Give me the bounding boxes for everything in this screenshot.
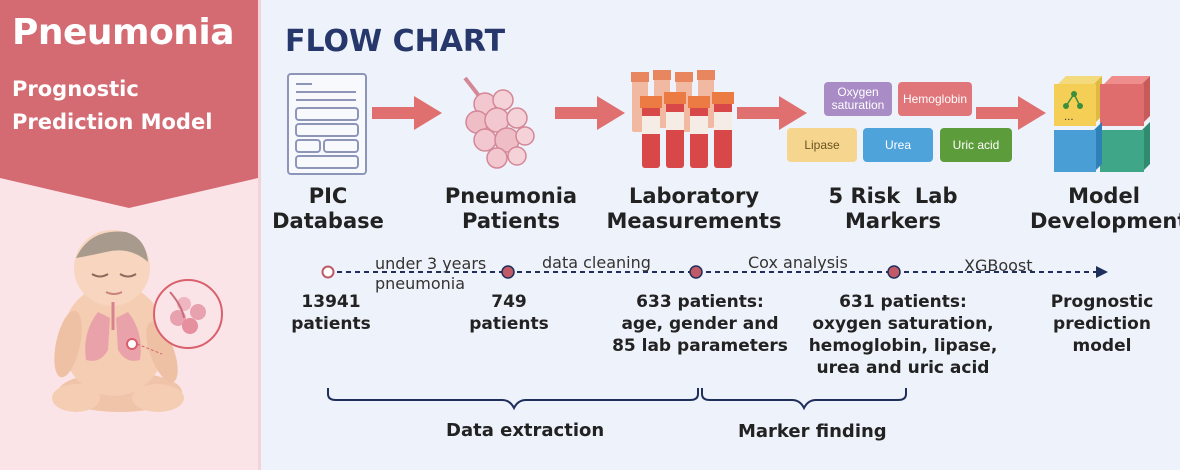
banner-shape (0, 0, 258, 208)
count-line: 631 patients: (839, 292, 967, 312)
timeline-node (501, 265, 515, 279)
count-line: age, gender and (621, 314, 779, 334)
step-label-line: Measurements (606, 209, 782, 233)
marker-oxygen-saturation: Oxygen saturation (824, 82, 892, 116)
phase-braces (327, 388, 907, 411)
count-initial-patients: 13941 patients (276, 291, 386, 335)
timeline-node (689, 265, 703, 279)
step-label-model-development: Model Development (1030, 184, 1180, 234)
count-line: 633 patients: (636, 292, 764, 312)
timeline (321, 265, 1108, 279)
count-line: prediction (1053, 314, 1151, 334)
count-line: patients (469, 314, 549, 334)
arrow-icon-4 (976, 96, 1046, 130)
count-prognostic-model: Prognostic prediction model (1040, 291, 1164, 357)
marker-hemoglobin: Hemoglobin (898, 82, 972, 116)
step-label-line: 5 Risk Lab (828, 184, 958, 208)
lung-alveoli-icon (463, 76, 535, 169)
step-label-pic-database: PIC Database (258, 184, 398, 234)
marker-lipase: Lipase (787, 128, 857, 162)
transition-label-age-filter-line1: under 3 years (375, 254, 487, 273)
banner-subtitle-line2: Prediction Model (12, 110, 213, 134)
brace-marker-finding (701, 388, 907, 411)
count-line: oxygen saturation, (812, 314, 994, 334)
count-line: 749 (491, 292, 527, 312)
count-pneumonia-patients: 749 patients (456, 291, 562, 335)
transition-label-xgboost: XGBoost (964, 256, 1033, 275)
svg-text:...: ... (1064, 112, 1074, 123)
step-label-risk-markers: 5 Risk Lab Markers (812, 184, 974, 234)
test-tubes-icon (631, 70, 734, 168)
brace-data-extraction (327, 388, 699, 411)
step-label-line: Markers (845, 209, 941, 233)
count-line: urea and uric acid (816, 358, 990, 378)
model-cubes-icon: ... (1054, 76, 1150, 172)
step-label-laboratory-measurements: Laboratory Measurements (606, 184, 782, 234)
baby-lungs-illustration (52, 230, 223, 412)
panel-divider (258, 0, 261, 470)
flow-chart-title: FLOW CHART (285, 24, 506, 59)
count-line: 85 lab parameters (612, 336, 788, 356)
phase-data-extraction: Data extraction (446, 420, 605, 441)
transition-label-data-cleaning: data cleaning (542, 253, 651, 272)
step-label-line: PIC (308, 184, 348, 208)
banner-title: Pneumonia (12, 12, 235, 53)
arrow-icon-2 (555, 96, 625, 130)
marker-uric-acid: Uric acid (940, 128, 1012, 162)
transition-label-age-filter-line2: pneumonia (375, 274, 466, 293)
step-label-line: Database (272, 209, 384, 233)
step-label-pneumonia-patients: Pneumonia Patients (436, 184, 586, 234)
marker-urea: Urea (863, 128, 933, 162)
timeline-node (887, 265, 901, 279)
count-line: model (1072, 336, 1132, 356)
step-label-line: Model (1068, 184, 1140, 208)
step-label-line: Pneumonia (444, 184, 578, 208)
banner-subtitle-line1: Prognostic (12, 77, 139, 101)
step-label-line: Patients (462, 209, 560, 233)
title-banner: Pneumonia Prognostic Prediction Model (0, 0, 258, 210)
phase-marker-finding: Marker finding (738, 421, 887, 442)
count-line: 13941 (301, 292, 361, 312)
transition-label-cox-analysis: Cox analysis (748, 253, 848, 272)
count-line: patients (291, 314, 371, 334)
count-cleaned-patients: 633 patients: age, gender and 85 lab par… (610, 291, 790, 357)
step-label-line: Development (1030, 209, 1180, 233)
count-marker-patients: 631 patients: oxygen saturation, hemoglo… (806, 291, 1000, 379)
database-document-icon (287, 73, 367, 175)
count-line: Prognostic (1050, 292, 1154, 312)
main-panel (261, 0, 1180, 470)
arrow-icon-1 (372, 96, 442, 130)
timeline-node-start (321, 265, 335, 279)
step-label-line: Laboratory (628, 184, 760, 208)
timeline-arrowhead (1096, 266, 1108, 278)
arrow-icon-3 (737, 96, 807, 130)
count-line: hemoglobin, lipase, (808, 336, 998, 356)
